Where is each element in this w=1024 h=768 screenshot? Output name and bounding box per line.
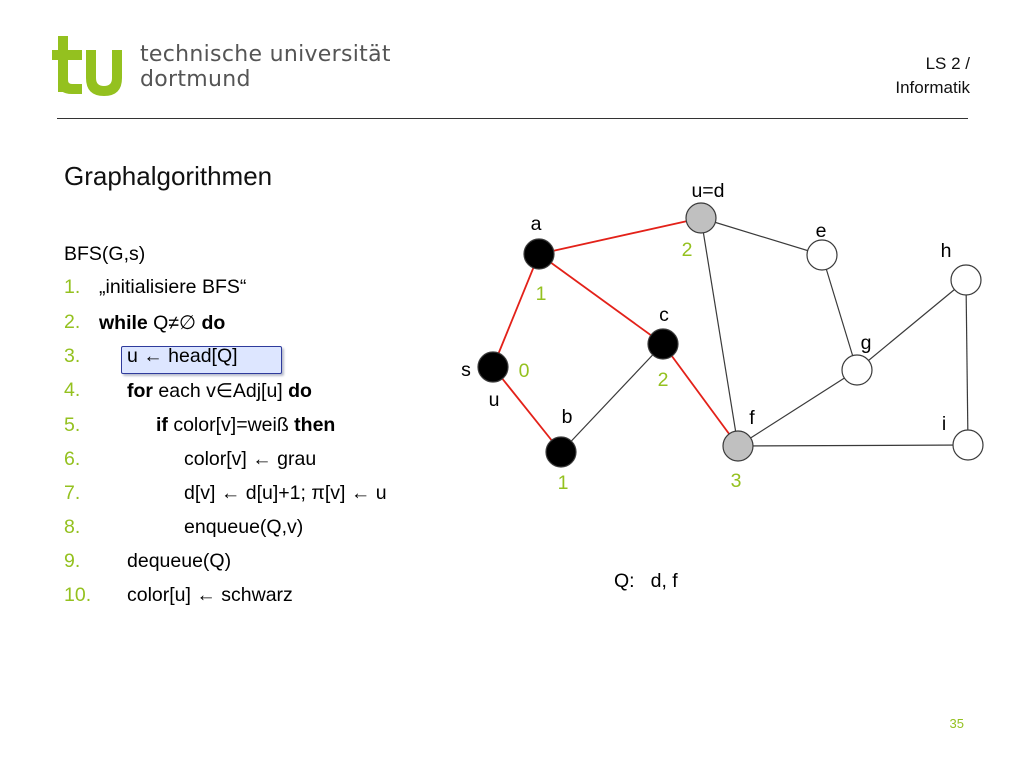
distance-label: 1 [558, 472, 569, 494]
line-number: 6. [64, 448, 81, 470]
line-number: 9. [64, 550, 81, 572]
queue-label: Q: [614, 570, 635, 592]
line-text: while Q≠∅ do [99, 311, 225, 335]
university-line-2: dortmund [140, 67, 251, 92]
bfs-tree-edge [492, 253, 540, 368]
graph-node-a [523, 238, 555, 270]
bfs-tree-edge [662, 343, 739, 447]
chair-line-1: LS 2 / [925, 54, 970, 73]
queue-state: Q: d, f [614, 570, 678, 593]
distance-label: 0 [519, 360, 530, 382]
node-label: a [531, 213, 542, 235]
line-number: 10. [64, 584, 92, 606]
code-text: „initialisiere BFS“ [99, 276, 247, 298]
node-label: i [942, 413, 946, 435]
graph-edge [560, 343, 664, 453]
line-number: 8. [64, 516, 81, 538]
graph-node-h [950, 264, 982, 296]
graph-node-b [545, 436, 577, 468]
node-label: h [941, 240, 952, 262]
line-text: d[v] ← d[u]+1; π[v] ← u [184, 482, 387, 505]
graph-edge [737, 444, 969, 447]
distance-label: 3 [731, 470, 742, 492]
university-name: technische universität dortmund [140, 42, 391, 92]
university-line-1: technische universität [140, 42, 391, 67]
bfs-tree-edge [492, 366, 562, 453]
node-label: e [816, 220, 827, 242]
line-text: u ← head[Q] [127, 345, 238, 368]
graph-node-e [806, 239, 838, 271]
bfs-tree-edge [538, 217, 702, 255]
node-label: c [659, 304, 669, 326]
highlight-box [121, 346, 282, 374]
chair-line-2: Informatik [895, 78, 970, 97]
graph-edge [856, 279, 967, 371]
keyword: for [127, 380, 153, 402]
line-number: 4. [64, 379, 81, 401]
code-text: color[v] ← grau [184, 448, 317, 470]
current-vertex-label: u [489, 389, 500, 411]
code-text: d[v] ← d[u]+1; π[v] ← u [184, 482, 387, 504]
code-text: color[u] ← schwarz [127, 584, 293, 606]
line-number: 7. [64, 482, 81, 504]
keyword: do [201, 312, 226, 334]
keyword: while [99, 312, 148, 334]
tu-logo [52, 36, 122, 96]
graph-node-d [685, 202, 717, 234]
graph-edge [737, 369, 858, 447]
graph-edge [700, 217, 739, 447]
bfs-graph: s 0u a 1 b 1 c 2 u=d 2 e f 3 g h i [461, 180, 984, 494]
keyword: then [294, 414, 336, 436]
slide-title: Graphalgorithmen [64, 161, 273, 191]
line-text: enqueue(Q,v) [184, 516, 303, 539]
bfs-tree-edge [538, 253, 664, 345]
line-number: 3. [64, 345, 81, 367]
code-text: each v∈Adj[u] [153, 380, 289, 402]
keyword: do [288, 380, 312, 402]
algorithm-signature: BFS(G,s) [64, 243, 146, 265]
header-divider [57, 118, 968, 119]
pseudocode: 1. „initialisiere BFS“ 2. while Q≠∅ do 3. u ←… [64, 0, 464, 620]
graph-node-i [952, 429, 984, 461]
line-number: 1. [64, 276, 81, 298]
node-label: b [562, 406, 573, 428]
code-text: color[v]=weiß [167, 414, 295, 436]
line-number: 5. [64, 414, 81, 436]
queue-contents: d, f [650, 570, 678, 592]
code-text: dequeue(Q) [127, 550, 232, 572]
graph-node-f [722, 430, 754, 462]
distance-label: 1 [536, 283, 547, 305]
graph-edge [965, 279, 969, 446]
line-text: color[u] ← schwarz [127, 584, 293, 607]
code-text: Q≠∅ [147, 312, 202, 334]
page-number: 35 [949, 716, 964, 731]
node-label: u=d [691, 180, 724, 202]
graph-edge [821, 254, 858, 371]
line-number: 2. [64, 311, 81, 333]
graph-node-s [477, 351, 509, 383]
graph-node-c [647, 328, 679, 360]
line-text: dequeue(Q) [127, 550, 231, 573]
node-label: f [749, 407, 755, 429]
line-text: „initialisiere BFS“ [99, 276, 246, 299]
line-text: color[v] ← grau [184, 448, 316, 471]
code-text: u ← head[Q] [127, 345, 238, 367]
line-text: for each v∈Adj[u] do [127, 379, 312, 403]
chair-label: LS 2 / Informatik [895, 52, 970, 100]
line-text: if color[v]=weiß then [156, 414, 335, 437]
distance-label: 2 [658, 369, 669, 391]
distance-label: 2 [682, 239, 693, 261]
graph-edge [700, 217, 823, 256]
code-text: enqueue(Q,v) [184, 516, 304, 538]
keyword: if [156, 414, 168, 436]
graph-node-g [841, 354, 873, 386]
node-label: s [461, 359, 471, 381]
node-label: g [861, 332, 872, 354]
